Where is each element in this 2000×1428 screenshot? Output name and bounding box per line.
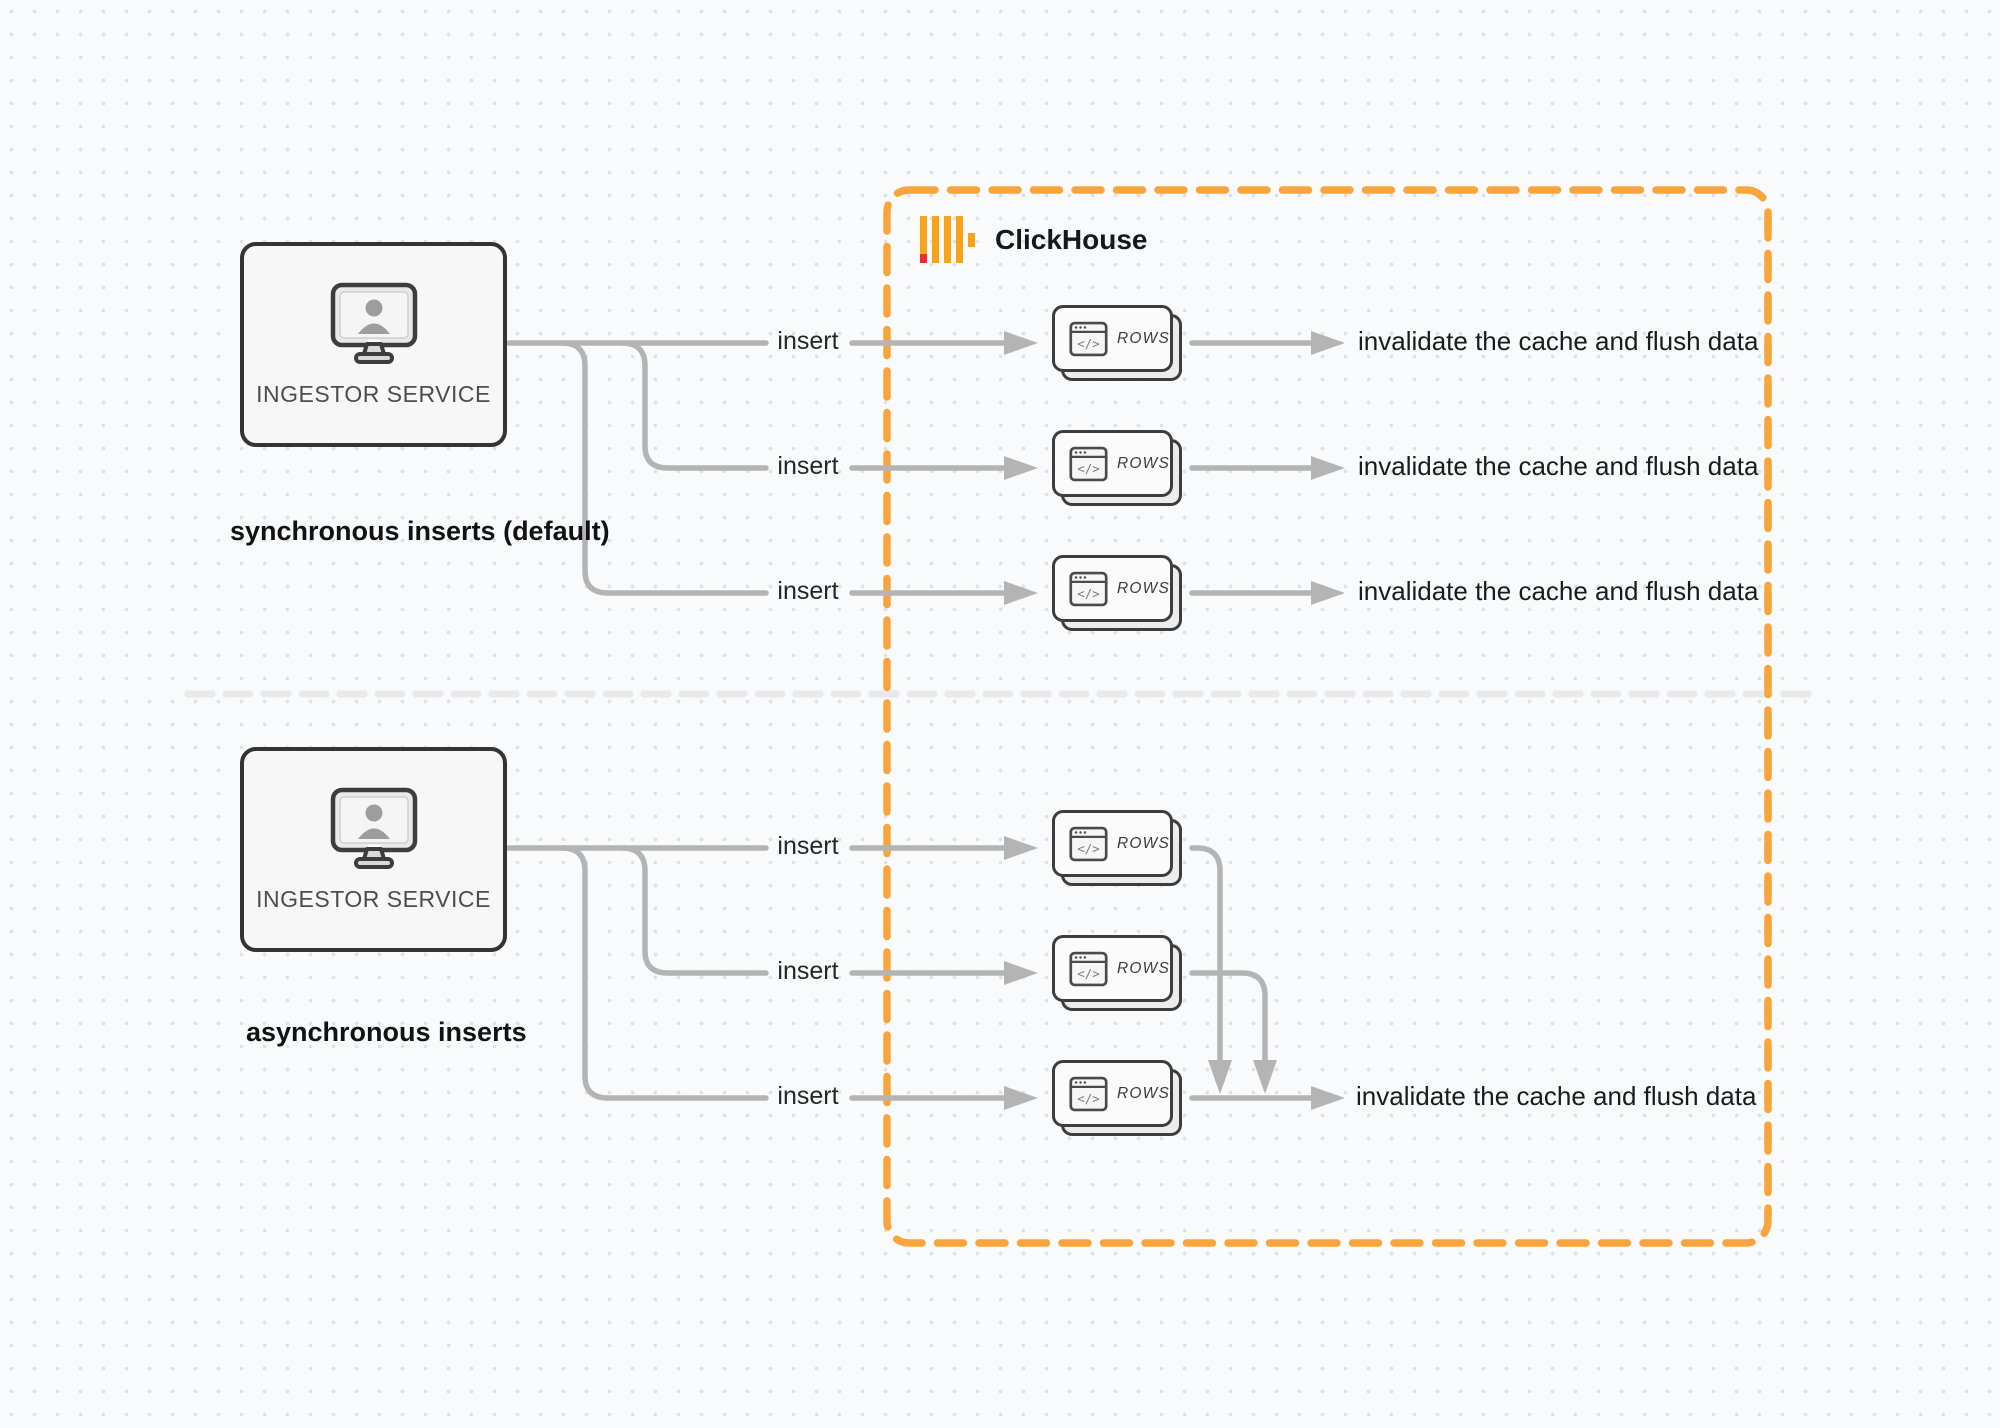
rows-label: ROWS xyxy=(1116,959,1170,977)
async-branch-row3 xyxy=(559,845,769,1101)
card-front: </> ROWS xyxy=(1052,1060,1173,1127)
sync-branch-row3 xyxy=(559,340,769,596)
monitor-user-icon xyxy=(330,787,417,869)
table-part-card: </> ROWS xyxy=(1052,555,1184,633)
logo-bar xyxy=(968,232,975,247)
logo-bar xyxy=(956,216,963,263)
service-box-label: INGESTOR SERVICE xyxy=(256,885,491,912)
arrowhead-icon xyxy=(1311,1086,1345,1110)
sync-section-caption: synchronous inserts (default) xyxy=(230,516,610,546)
ingestor-service-box-async: INGESTOR SERVICE xyxy=(240,747,507,952)
code-window-icon: </> xyxy=(1069,1076,1108,1111)
monitor-user-icon xyxy=(330,282,417,364)
table-part-card: </> ROWS xyxy=(1052,430,1184,508)
insert-label: insert xyxy=(777,452,839,480)
arrowhead-down-icon xyxy=(1253,1060,1277,1094)
code-window-icon: </> xyxy=(1069,826,1108,861)
svg-text:</>: </> xyxy=(1077,840,1099,855)
arrowhead-icon xyxy=(1004,961,1038,985)
table-part-card: </> ROWS xyxy=(1052,1060,1184,1138)
insert-label: insert xyxy=(777,577,839,605)
logo-bar xyxy=(932,216,939,263)
arrowhead-icon xyxy=(1004,581,1038,605)
rows-label: ROWS xyxy=(1116,579,1170,597)
rows-label: ROWS xyxy=(1116,329,1170,347)
async-flush-drop-1 xyxy=(1189,845,1223,1063)
result-label: invalidate the cache and flush data xyxy=(1358,451,1759,481)
arrowhead-icon xyxy=(1004,456,1038,480)
card-front: </> ROWS xyxy=(1052,305,1173,372)
card-front: </> ROWS xyxy=(1052,810,1173,877)
arrowhead-icon xyxy=(1311,581,1345,605)
card-front: </> ROWS xyxy=(1052,430,1173,497)
arrowhead-icon xyxy=(1004,836,1038,860)
code-window-icon: </> xyxy=(1069,321,1108,356)
table-part-card: </> ROWS xyxy=(1052,305,1184,383)
svg-text:</>: </> xyxy=(1077,965,1099,980)
rows-label: ROWS xyxy=(1116,1084,1170,1102)
arrowhead-icon xyxy=(1311,456,1345,480)
logo-bar xyxy=(944,216,951,263)
logo-bar xyxy=(920,216,927,263)
svg-text:</>: </> xyxy=(1077,460,1099,475)
result-label: invalidate the cache and flush data xyxy=(1358,576,1759,606)
async-branch-row2 xyxy=(619,845,769,976)
clickhouse-wordmark: ClickHouse xyxy=(995,223,1148,255)
insert-label: insert xyxy=(777,1082,839,1110)
insert-label: insert xyxy=(777,832,839,860)
clickhouse-logo-icon xyxy=(920,216,975,263)
svg-text:</>: </> xyxy=(1077,335,1099,350)
insert-label: insert xyxy=(777,957,839,985)
svg-text:</>: </> xyxy=(1077,585,1099,600)
arrowhead-icon xyxy=(1004,1086,1038,1110)
insert-label: insert xyxy=(777,327,839,355)
card-front: </> ROWS xyxy=(1052,555,1173,622)
svg-text:</>: </> xyxy=(1077,1090,1099,1105)
rows-label: ROWS xyxy=(1116,834,1170,852)
code-window-icon: </> xyxy=(1069,446,1108,481)
code-window-icon: </> xyxy=(1069,571,1108,606)
clickhouse-logo: ClickHouse xyxy=(920,216,1148,263)
table-part-card: </> ROWS xyxy=(1052,935,1184,1013)
rows-label: ROWS xyxy=(1116,454,1170,472)
async-flush-drop-2 xyxy=(1189,970,1268,1063)
service-box-label: INGESTOR SERVICE xyxy=(256,380,491,407)
card-front: </> ROWS xyxy=(1052,935,1173,1002)
table-part-card: </> ROWS xyxy=(1052,810,1184,888)
result-label: invalidate the cache and flush data xyxy=(1356,1081,1757,1111)
arrowhead-icon xyxy=(1004,331,1038,355)
clickhouse-boundary-frame xyxy=(883,186,1772,1247)
result-label: invalidate the cache and flush data xyxy=(1358,326,1759,356)
arrowhead-icon xyxy=(1311,331,1345,355)
async-section-caption: asynchronous inserts xyxy=(246,1017,527,1047)
arrowhead-down-icon xyxy=(1208,1060,1232,1094)
ingestor-service-box-sync: INGESTOR SERVICE xyxy=(240,242,507,447)
sync-branch-row2 xyxy=(619,340,769,471)
code-window-icon: </> xyxy=(1069,951,1108,986)
